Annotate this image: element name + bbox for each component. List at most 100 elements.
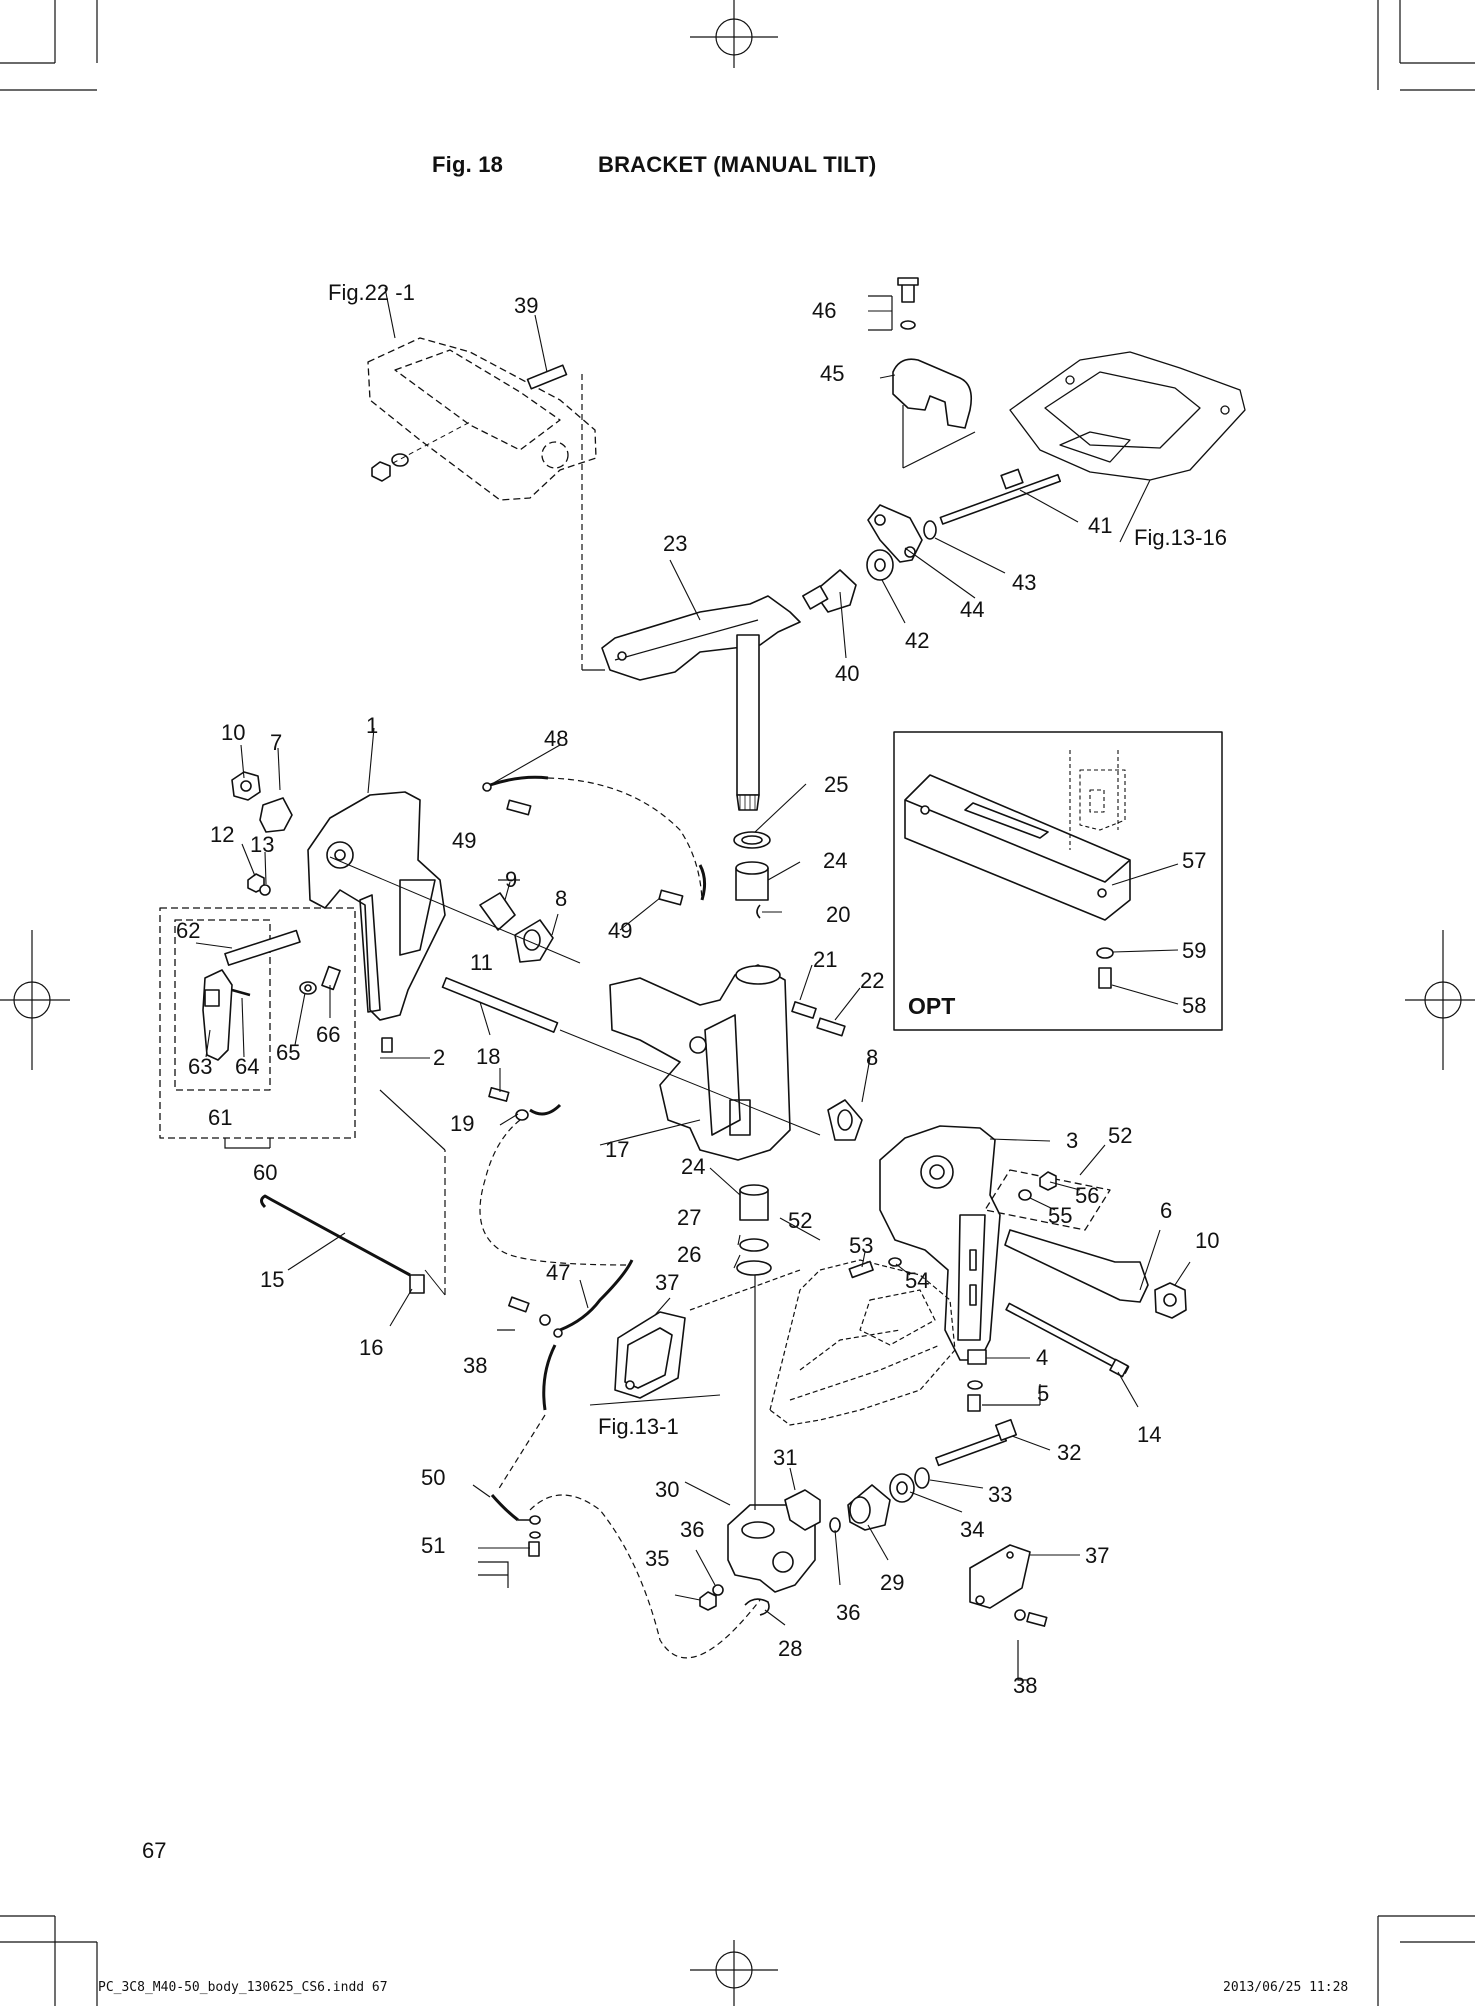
callout: 40 bbox=[835, 661, 859, 686]
clip-28 bbox=[744, 1598, 770, 1616]
tilt-tube bbox=[1004, 1229, 1149, 1303]
drive-shaft-housing-ghost bbox=[689, 1259, 956, 1426]
callout: 10 bbox=[221, 720, 245, 745]
callout: 42 bbox=[905, 628, 929, 653]
rod-end-16 bbox=[409, 1274, 425, 1294]
callout: 8 bbox=[866, 1045, 878, 1070]
spacer-4 bbox=[967, 1349, 987, 1365]
washer-19 bbox=[515, 1109, 529, 1121]
callout: 31 bbox=[773, 1445, 797, 1470]
wire-47 bbox=[559, 1259, 634, 1332]
washer bbox=[391, 453, 409, 467]
long-bolt-14 bbox=[1005, 1302, 1130, 1374]
anode-left bbox=[614, 1311, 686, 1399]
callout: 49 bbox=[452, 828, 476, 853]
figure-number: Fig. 18 bbox=[432, 152, 504, 177]
callout: 20 bbox=[826, 902, 850, 927]
tilt-lock-kit-box bbox=[159, 907, 356, 1139]
callout: 49 bbox=[608, 918, 632, 943]
washer-5 bbox=[967, 1380, 983, 1390]
callout: 30 bbox=[655, 1477, 679, 1502]
bolt-58 bbox=[1098, 967, 1112, 989]
callout: 19 bbox=[450, 1111, 474, 1136]
callout: 17 bbox=[605, 1137, 629, 1162]
callout: 21 bbox=[813, 947, 837, 972]
callout: 35 bbox=[645, 1546, 669, 1571]
callout: 12 bbox=[210, 822, 234, 847]
callout: 39 bbox=[514, 293, 538, 318]
callout: 38 bbox=[463, 1353, 487, 1378]
tilt-spring bbox=[224, 929, 301, 966]
circlip bbox=[756, 904, 761, 919]
lever-pin bbox=[231, 988, 251, 997]
ref-fig-13-16: Fig.13-16 bbox=[1134, 525, 1227, 550]
figure-refs: Fig.22 -1 Fig.13-16 Fig.13-1 bbox=[328, 280, 1227, 1439]
bolt-21 bbox=[791, 1001, 817, 1019]
callout: 7 bbox=[270, 730, 282, 755]
callout: 61 bbox=[208, 1105, 232, 1130]
callout: 22 bbox=[860, 968, 884, 993]
callout: 14 bbox=[1137, 1422, 1161, 1447]
washer-13 bbox=[259, 884, 271, 896]
tilt-rod bbox=[260, 1194, 411, 1277]
callout: 65 bbox=[276, 1040, 300, 1065]
callout: 48 bbox=[544, 726, 568, 751]
callout: 29 bbox=[880, 1570, 904, 1595]
tilt-lever bbox=[202, 969, 233, 1061]
callout: 13 bbox=[250, 832, 274, 857]
bolt-53 bbox=[848, 1260, 874, 1279]
callout: 16 bbox=[359, 1335, 383, 1360]
nut-35 bbox=[699, 1591, 717, 1611]
bolt-32 bbox=[935, 1432, 1008, 1467]
callout: 15 bbox=[260, 1267, 284, 1292]
anode-right bbox=[969, 1544, 1031, 1609]
bolt-2 bbox=[381, 1037, 393, 1053]
callout: 3 bbox=[1066, 1128, 1078, 1153]
callout: 43 bbox=[1012, 570, 1036, 595]
callout: 66 bbox=[316, 1022, 340, 1047]
washer-59 bbox=[1096, 947, 1114, 959]
mount-plate-ghost bbox=[1009, 351, 1246, 481]
tilt-limit-plate bbox=[904, 774, 1131, 921]
callout: 27 bbox=[677, 1205, 701, 1230]
callout: 25 bbox=[824, 772, 848, 797]
callout: 57 bbox=[1182, 848, 1206, 873]
ref-fig-13-1: Fig.13-1 bbox=[598, 1414, 679, 1439]
ref-fig-22-1: Fig.22 -1 bbox=[328, 280, 415, 305]
callout: 37 bbox=[1085, 1543, 1109, 1568]
callout: 41 bbox=[1088, 513, 1112, 538]
ground-wire bbox=[489, 775, 549, 787]
callout: 56 bbox=[1075, 1183, 1099, 1208]
stud-bolt bbox=[526, 364, 568, 390]
callout: 24 bbox=[823, 848, 847, 873]
footer-timestamp: 2013/06/25 11:28 bbox=[1223, 1980, 1349, 1995]
callout: 9 bbox=[505, 867, 517, 892]
callout: 2 bbox=[433, 1045, 445, 1070]
callout: 11 bbox=[470, 950, 493, 975]
washer-51 bbox=[529, 1531, 541, 1539]
callout: 44 bbox=[960, 597, 984, 622]
callout: 46 bbox=[812, 298, 836, 323]
upper-casing-ghost bbox=[367, 337, 597, 501]
callout: 59 bbox=[1182, 938, 1206, 963]
callout: 51 bbox=[421, 1533, 445, 1558]
callout: 62 bbox=[176, 918, 200, 943]
tilt-pin bbox=[441, 977, 559, 1033]
bolt-5 bbox=[967, 1394, 981, 1412]
callout: 1 bbox=[366, 713, 378, 738]
leader-lines bbox=[195, 287, 1191, 1626]
washer bbox=[900, 320, 916, 330]
callout: 6 bbox=[1160, 1198, 1172, 1223]
callout: 8 bbox=[555, 886, 567, 911]
callout: 33 bbox=[988, 1482, 1012, 1507]
callout: 53 bbox=[849, 1233, 873, 1258]
rubber-31 bbox=[784, 1489, 821, 1531]
steering-shaft bbox=[736, 634, 760, 796]
bushing-9 bbox=[479, 892, 516, 931]
washer-36a bbox=[712, 1584, 724, 1596]
callout: 36 bbox=[836, 1600, 860, 1625]
bolt-66 bbox=[321, 965, 341, 991]
callout: 38 bbox=[1013, 1673, 1037, 1698]
